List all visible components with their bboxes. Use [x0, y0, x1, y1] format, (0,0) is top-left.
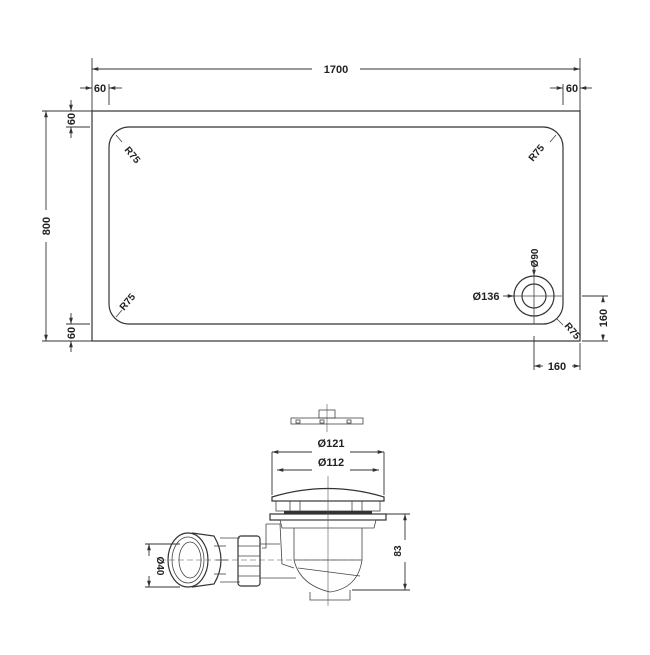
pipe-nut-icon — [237, 535, 261, 587]
length-dimension: 1700 — [324, 64, 348, 76]
rim-top-right-dimension: 60 — [566, 83, 578, 95]
rim-left-bottom-dimension: 60 — [66, 327, 78, 339]
tray-basin — [108, 126, 564, 325]
rim-left-top-dimension: 60 — [66, 113, 78, 125]
rim-top-left-dimension: 60 — [94, 83, 106, 95]
drain-icon — [506, 268, 562, 324]
width-dimension: 800 — [41, 217, 53, 235]
drain-inner-diameter: Ø90 — [530, 248, 541, 267]
corner-radius-bottom-right: R75 — [562, 321, 583, 342]
waste-trap-view: Ø121 Ø112 — [145, 404, 410, 606]
drain-outer-diameter: Ø136 — [473, 291, 500, 303]
corner-radius-top-right: R75 — [527, 142, 548, 163]
outlet-diameter: Ø40 — [154, 557, 165, 576]
corner-radius-top-left: R75 — [122, 145, 143, 166]
drain-offset-x: 160 — [548, 361, 566, 373]
cover-diameter: Ø121 — [318, 438, 345, 450]
body-diameter: Ø112 — [318, 457, 344, 469]
tray-outline — [91, 110, 581, 342]
grate-icon — [290, 404, 364, 432]
trap-height: 83 — [393, 545, 404, 557]
corner-radius-bottom-left: R75 — [118, 291, 139, 312]
tray-plan-view: 1700 60 60 800 60 60 R75 R75 R75 — [41, 58, 610, 373]
drain-offset-y: 160 — [598, 309, 610, 327]
